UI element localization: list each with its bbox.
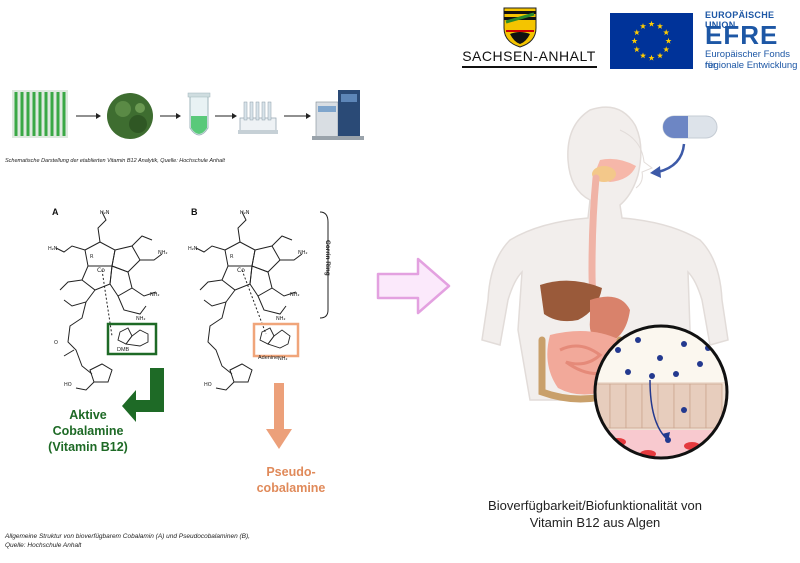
bioavailability-caption: Bioverfügbarkeit/Biofunktionalität von V… (445, 497, 745, 531)
workflow-caption: Schematische Darstellung der etablierten… (5, 158, 225, 164)
structure-caption-line1: Allgemeine Struktur von bioverfügbarem C… (5, 533, 250, 540)
orange-arrow (266, 383, 292, 449)
sample-rack-image (238, 101, 278, 134)
efre-subtitle-line2: regionale Entwicklung (705, 60, 798, 71)
svg-text:NH₂: NH₂ (158, 250, 168, 256)
svg-text:H₂N: H₂N (48, 246, 58, 252)
svg-text:NH₂: NH₂ (150, 292, 160, 298)
pseudo-line-1: Pseudo- (266, 465, 316, 479)
svg-text:HO: HO (204, 382, 212, 388)
dmb-label: DMB (117, 347, 130, 353)
eu-star (631, 37, 638, 44)
eu-star (665, 37, 672, 44)
eu-label: EUROPÄISCHE UNION (705, 10, 775, 30)
capsule-arrow (650, 143, 686, 178)
eu-star (663, 46, 670, 53)
arrow-1 (76, 113, 101, 119)
svg-text:NH₂: NH₂ (278, 356, 288, 362)
svg-text:Co: Co (97, 267, 105, 274)
eu-star (656, 52, 664, 59)
aktive-cobalamine-label: Aktive Cobalamine (Vitamin B12) (28, 407, 148, 455)
pseudo-line-2: cobalamine (256, 481, 326, 495)
svg-text:Co: Co (237, 267, 245, 274)
pseudocobalamine-label: Pseudo- cobalamine (246, 464, 336, 496)
eu-star (639, 23, 647, 29)
cobalamin-structure-a: Co R H₂N NH₂ NH₂ H₂N NH₂ O HO (48, 210, 168, 391)
panel-a-letter: A (52, 207, 59, 217)
sachsen-anhalt-label: SACHSEN-ANHALT (462, 48, 596, 64)
panel-b-letter: B (191, 207, 198, 217)
svg-text:H₂N: H₂N (100, 210, 110, 216)
eu-star (633, 29, 640, 36)
arrow-2 (160, 113, 181, 119)
svg-text:HO: HO (64, 382, 72, 388)
lc-ms-instrument-image (312, 90, 364, 140)
green-arrow (122, 368, 164, 422)
pink-arrow (376, 257, 451, 315)
bio-caption-line2: Vitamin B12 aus Algen (529, 515, 661, 530)
aktive-line-2: Cobalamine (52, 424, 124, 438)
efre-title: EFRE (705, 20, 779, 50)
svg-text:NH₂: NH₂ (298, 250, 308, 256)
structure-caption-line2: Quelle: Hochschule Anhalt (5, 542, 82, 549)
svg-text:O: O (54, 340, 58, 346)
eu-star (648, 20, 655, 27)
adenine-label: Adenine (258, 355, 279, 361)
corrin-ring-label: Corrin Ring (324, 240, 331, 276)
sample-tube-image (187, 92, 211, 136)
algae-cultivation-image (12, 90, 68, 138)
svg-text:NH₂: NH₂ (136, 316, 146, 322)
svg-text:NH₂: NH₂ (290, 292, 300, 298)
eu-star (656, 23, 664, 29)
svg-text:H₂N: H₂N (240, 210, 250, 216)
bio-caption-line1: Bioverfügbarkeit/Biofunktionalität von (488, 498, 702, 513)
workflow-diagram (12, 90, 364, 140)
efre-subtitle-line1: Europäischer Fonds für (705, 49, 791, 71)
aktive-line-1: Aktive (69, 408, 107, 422)
eu-flag (610, 13, 693, 69)
svg-text:R: R (90, 254, 94, 260)
eu-star (648, 54, 655, 61)
structure-caption: Allgemeine Struktur von bioverfügbarem C… (5, 532, 385, 550)
pseudocobalamin-structure-b: Co R H₂N NH₂ NH₂ H₂N NH₂ HO NH₂ (188, 210, 329, 391)
svg-text:R: R (230, 254, 234, 260)
eu-star (663, 29, 670, 36)
svg-text:H₂N: H₂N (188, 246, 198, 252)
eu-star (639, 52, 647, 59)
arrow-3 (215, 113, 237, 119)
aktive-line-3: (Vitamin B12) (48, 440, 128, 454)
vitamin-capsule (662, 115, 718, 139)
svg-text:NH₂: NH₂ (276, 316, 286, 322)
algae-biomass-image (107, 93, 153, 139)
sachsen-anhalt-coat-of-arms (503, 7, 537, 48)
eu-star (633, 46, 640, 53)
intestine-magnification (593, 324, 729, 460)
sachsen-anhalt-underline (462, 66, 597, 68)
arrow-4 (284, 113, 311, 119)
